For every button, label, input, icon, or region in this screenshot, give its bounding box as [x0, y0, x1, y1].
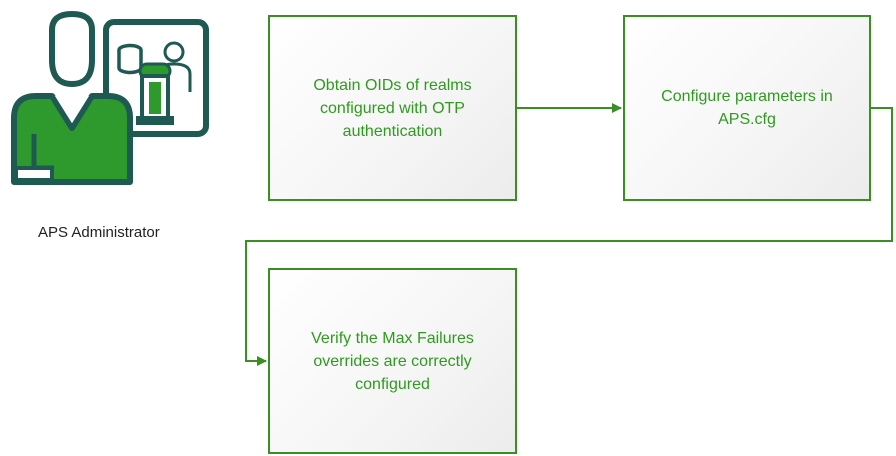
step-box-obtain-oids: Obtain OIDs of realms configured with OT… [268, 15, 517, 201]
person-icon [11, 10, 133, 185]
step-text: Obtain OIDs of realms configured with OT… [313, 76, 472, 140]
actor-label: APS Administrator [38, 224, 160, 241]
lock-icon [136, 62, 174, 125]
step-box-configure-parameters: Configure parameters in APS.cfg [623, 15, 871, 201]
arrow-step2-to-step3 [245, 107, 893, 366]
step-text: Configure parameters in APS.cfg [661, 88, 833, 128]
administrator-icon [8, 6, 213, 196]
step-text: Verify the Max Failures overrides are co… [311, 329, 474, 393]
step-box-verify-overrides: Verify the Max Failures overrides are co… [268, 268, 517, 454]
